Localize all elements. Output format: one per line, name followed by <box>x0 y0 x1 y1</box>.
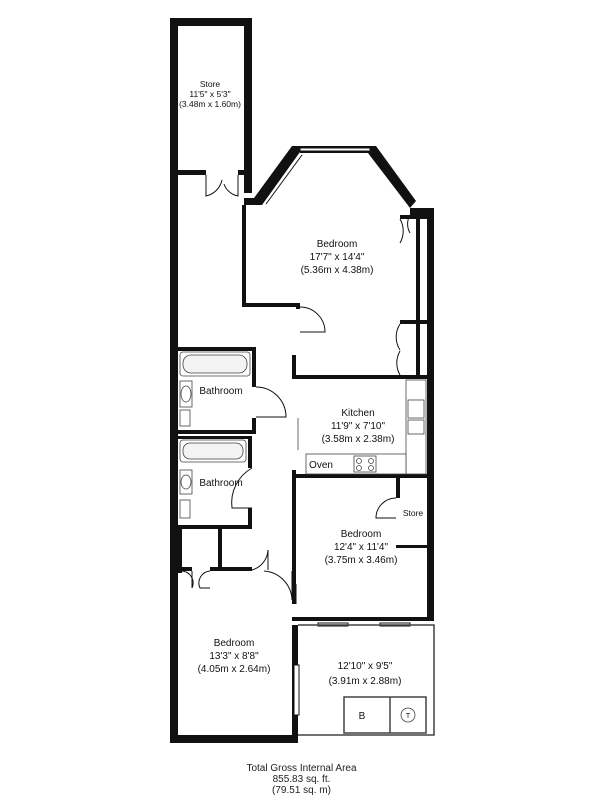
store-small-name: Store <box>403 508 424 518</box>
bedroom-bottom-name: Bedroom <box>214 638 255 649</box>
kitchen-name: Kitchen <box>341 408 374 419</box>
bathroom-1-name: Bathroom <box>199 386 242 397</box>
meter-label: T <box>406 713 411 720</box>
bedroom-mid-metric: (3.75m x 3.46m) <box>325 555 398 566</box>
area-sqft: 855.83 sq. ft. <box>272 774 331 785</box>
kitchen-imperial: 11'9" x 7'10" <box>331 421 386 432</box>
store-top-imperial: 11'5" x 5'3" <box>189 89 230 99</box>
doors <box>181 175 411 604</box>
bedroom-mid-name: Bedroom <box>341 529 382 540</box>
area-summary: Total Gross Internal Area 855.83 sq. ft.… <box>0 763 603 796</box>
bedroom-main-metric: (5.36m x 4.38m) <box>301 265 374 276</box>
conservatory-imperial: 12'10" x 9'5" <box>338 661 393 672</box>
fixtures <box>179 351 427 723</box>
store-top-name: Store <box>200 79 221 89</box>
bedroom-main-imperial: 17'7" x 14'4" <box>310 252 365 263</box>
bedroom-bottom-imperial: 13'3" x 8'8" <box>209 651 259 662</box>
bedroom-bottom-metric: (4.05m x 2.64m) <box>198 664 271 675</box>
conservatory-walls <box>298 624 435 736</box>
area-sqm: (79.51 sq. m) <box>272 785 331 796</box>
oven-label: Oven <box>309 460 333 471</box>
area-title: Total Gross Internal Area <box>246 763 357 774</box>
bedroom-mid-imperial: 12'4" x 11'4" <box>334 542 389 553</box>
conservatory-metric: (3.91m x 2.88m) <box>329 676 402 687</box>
store-top-metric: (3.48m x 1.60m) <box>179 99 241 109</box>
kitchen-metric: (3.58m x 2.38m) <box>322 434 395 445</box>
bathroom-2-name: Bathroom <box>199 478 242 489</box>
boiler-label: B <box>359 711 366 722</box>
interior-walls <box>178 170 434 621</box>
bedroom-main-name: Bedroom <box>317 239 358 250</box>
